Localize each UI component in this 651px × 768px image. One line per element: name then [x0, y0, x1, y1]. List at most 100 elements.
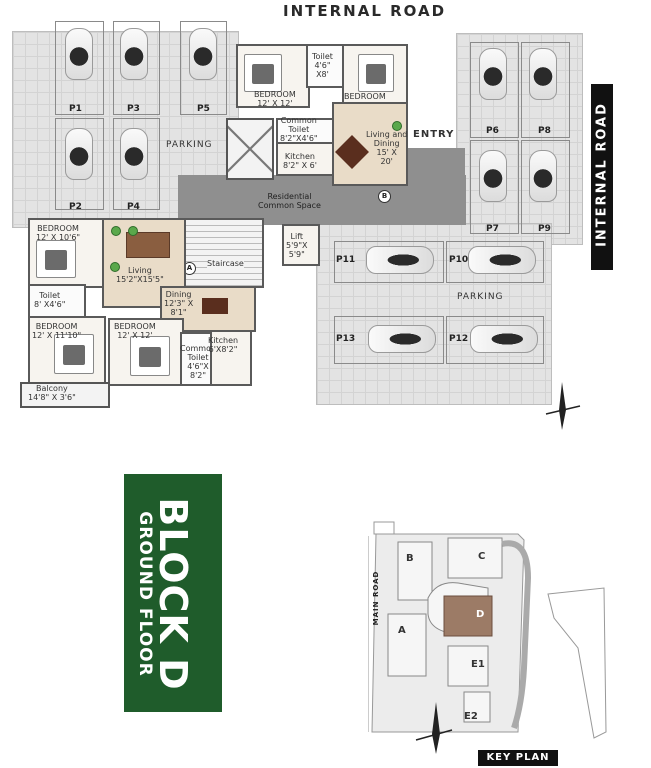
parking-label-p4: P4 [127, 202, 140, 212]
car-icon [366, 246, 434, 274]
unit-b-kitchen-label: Kitchen 8'2" X 6' [283, 152, 317, 170]
car-icon [65, 28, 93, 80]
bed-icon [130, 336, 170, 376]
bed-icon [36, 240, 76, 278]
parking-lot-right-top [456, 33, 583, 245]
plant-icon [128, 226, 138, 236]
parking-bay-p2 [55, 118, 104, 210]
parking-label-p10: P10 [449, 255, 469, 265]
unit-a-toilet [28, 284, 86, 320]
lift [282, 224, 320, 266]
car-icon [120, 28, 148, 80]
parking-lot-bottom [316, 223, 552, 405]
unit-a-bedroom-2-label: BEDROOM 12' X 11'10" [32, 322, 82, 340]
parking-label-p6: P6 [486, 126, 499, 136]
parking-bay-p6 [470, 42, 519, 138]
car-icon [479, 150, 507, 202]
unit-a-balcony [20, 382, 110, 408]
parking-bay-p5 [180, 21, 227, 115]
unit-b-common-toilet-label: Common Toilet 8'2"X4'6" [280, 116, 318, 143]
unit-a-common-toilet-label: Common Toilet 4'6"X 8'2" [180, 344, 217, 380]
parking-bay-p11 [334, 241, 444, 283]
marker-b: B [378, 190, 391, 203]
unit-b-toilet [306, 44, 346, 88]
plant-icon [110, 262, 120, 272]
shaft-box [226, 118, 274, 180]
key-plan-block-e2: E2 [464, 711, 478, 722]
car-icon [189, 28, 217, 80]
car-icon [479, 48, 507, 100]
car-icon [120, 128, 148, 180]
sofa-icon [126, 232, 170, 258]
parking-bay-p13 [334, 316, 444, 364]
unit-a-bedroom-1-label: BEDROOM 12' X 10'6" [36, 224, 81, 242]
key-plan: A B C D E1 E2 MAIN ROAD [367, 518, 614, 750]
parking-bay-p3 [113, 21, 160, 115]
unit-a-kitchen-label: Kitchen 6'X8'2" [208, 336, 239, 354]
unit-b-living-label: Living and Dining 15' X 20' [366, 130, 408, 166]
parking-bay-p10 [446, 241, 544, 283]
key-plan-caption: KEY PLAN [478, 750, 558, 766]
bed-icon [244, 54, 282, 92]
unit-b-bedroom-1-label: BEDROOM 12' X 12' [254, 90, 296, 108]
key-plan-block-d: D [476, 609, 485, 620]
car-icon [529, 48, 557, 100]
bed-icon [54, 334, 94, 374]
unit-a-bedroom-3-label: BEDROOM 12' X 12' [114, 322, 156, 340]
parking-label-p12: P12 [449, 334, 469, 344]
staircase-label: Staircase [207, 259, 244, 268]
unit-b-toilet-label: Toilet 4'6" X8' [312, 52, 333, 79]
common-space-label: Residential Common Space [258, 192, 321, 210]
car-icon [368, 325, 436, 353]
parking-label-p1: P1 [69, 104, 82, 114]
plant-icon [111, 226, 121, 236]
parking-bay-p7 [470, 140, 519, 234]
parking-bay-p4 [113, 118, 160, 210]
parking-bay-p1 [55, 21, 104, 115]
north-arrow-icon [415, 702, 453, 754]
parking-bay-p8 [521, 42, 570, 138]
parking-label-p2: P2 [69, 202, 82, 212]
plant-icon [392, 121, 402, 131]
parking-label-p3: P3 [127, 104, 140, 114]
unit-a-kitchen [210, 330, 252, 386]
internal-road-right-label: INTERNAL ROAD [591, 84, 613, 270]
parking-bay-p9 [521, 140, 570, 234]
parking-label-p8: P8 [538, 126, 551, 136]
parking-label-p9: P9 [538, 224, 551, 234]
parking-label-p11: P11 [336, 255, 356, 265]
unit-a-common-toilet [180, 332, 214, 386]
key-plan-main-road: MAIN ROAD [372, 570, 380, 626]
parking-label-p7: P7 [486, 224, 499, 234]
common-space-corridor [178, 175, 466, 225]
entry-label: ENTRY [413, 129, 455, 140]
parking-label-right: PARKING [457, 292, 504, 302]
parking-label-p5: P5 [197, 104, 210, 114]
block-title-panel: BLOCK D GROUND FLOOR [124, 474, 222, 712]
floor-title: GROUND FLOOR [135, 511, 155, 677]
unit-a-living-label: Living 15'2"X15'5" [116, 266, 164, 284]
block-title: BLOCK D [151, 497, 195, 691]
car-icon [468, 246, 536, 274]
parking-label-left: PARKING [166, 140, 213, 150]
key-plan-drawing [367, 521, 607, 739]
internal-road-top-label: INTERNAL ROAD [283, 2, 447, 20]
car-icon [65, 128, 93, 180]
unit-a-balcony-label: Balcony 14'8" X 3'6" [28, 384, 76, 402]
staircase [180, 218, 264, 288]
key-plan-block-c: C [478, 551, 486, 562]
parking-label-p13: P13 [336, 334, 356, 344]
key-plan-block-a: A [398, 625, 406, 636]
unit-a-toilet-label: Toilet 8' X4'6" [34, 291, 66, 309]
key-plan-block-b: B [406, 553, 414, 564]
lift-label: Lift 5'9"X 5'9" [286, 232, 308, 259]
key-plan-block-e1: E1 [471, 659, 485, 670]
bed-icon [358, 54, 394, 92]
entry-corridor [405, 148, 465, 178]
parking-bay-p12 [446, 316, 544, 364]
car-icon [470, 325, 538, 353]
car-icon [529, 150, 557, 202]
dining-table-icon [202, 298, 228, 314]
unit-a-dining-label: Dining 12'3" X 8'1" [164, 290, 194, 317]
north-arrow-icon [545, 382, 581, 430]
